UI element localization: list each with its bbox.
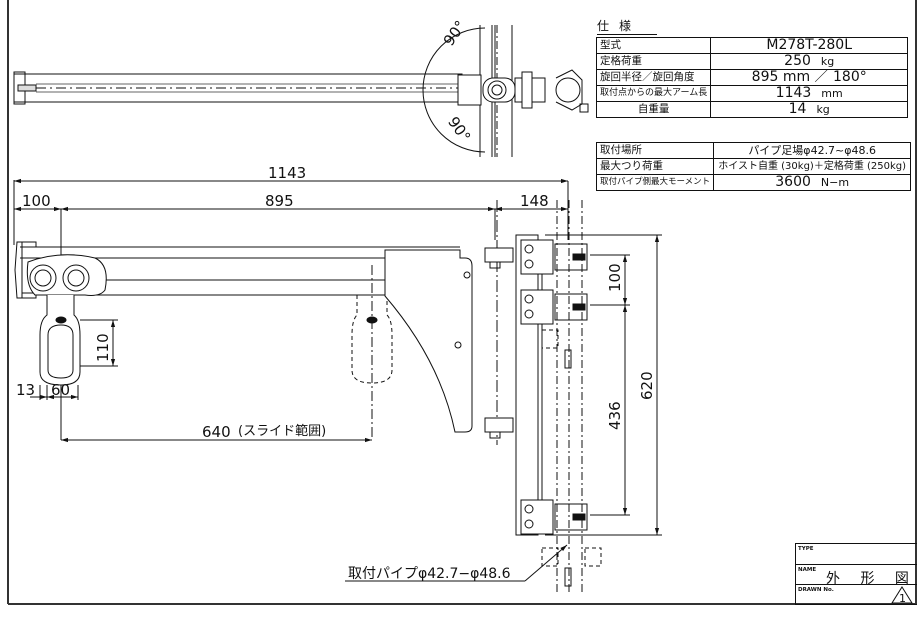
spec-value-text: 250 (784, 53, 811, 69)
spec-value: 895 mm ／ 180° (710, 69, 909, 86)
revision-mark: 1 (899, 592, 906, 604)
spec-table-main: 型式 M278T-280L 定格荷重 250 kg 旋回半径／旋回角度 895 m… (595, 37, 909, 118)
spec-key: 自重量 (595, 101, 712, 118)
clamp-lower (520, 499, 588, 535)
dim-clamp-total-620: 620 (638, 371, 656, 400)
spec-row: 取付場所 パイプ足場φ42.7~φ48.6 (595, 142, 912, 159)
spec-unit: kg (820, 55, 835, 68)
spec-value-text: 895 mm ／ 180° (751, 69, 867, 85)
dim-clamp-pitch-436: 436 (606, 401, 624, 430)
title-block: TYPE NAME 外 形 図 DRAWN No. 1 (795, 543, 917, 605)
spec-row: 最大つり荷重 ホイスト自重 (30kg)＋定格荷重 (250kg) (595, 158, 912, 175)
drawing-name: 外 形 図 (826, 571, 917, 587)
clamp-upper (520, 239, 588, 275)
spec-value: 1143 mm (710, 85, 909, 102)
spec-value-text: ホイスト自重 (30kg)＋定格荷重 (250kg) (718, 161, 907, 172)
spec-value: 14 kg (710, 101, 909, 118)
spec-key: 取付場所 (595, 142, 715, 159)
side-view (13, 178, 662, 595)
spec-key: 取付点からの最大アーム長 (595, 85, 712, 102)
revision-triangle-icon: 1 (891, 586, 913, 604)
type-label: TYPE (798, 546, 814, 552)
mast (515, 234, 539, 536)
arm-end-plate (14, 241, 23, 299)
spec-row: 旋回半径／旋回角度 895 mm ／ 180° (595, 69, 909, 86)
dim-overall-length: 1143 (268, 164, 306, 182)
spec-row: 型式 M278T-280L (595, 37, 909, 54)
bracket-plate (384, 249, 473, 433)
scaffold-pipe (556, 200, 583, 595)
top-view: 90° 90° (13, 17, 589, 157)
spec-row: 自重量 14 kg (595, 101, 909, 118)
spec-value: 3600 N−m (713, 174, 912, 191)
dim-hook-width: 60 (51, 381, 70, 399)
dim-clamp-pitch-100: 100 (606, 263, 624, 292)
dim-offset-right: 148 (520, 192, 549, 210)
name-label: NAME (798, 567, 817, 573)
drawn-no-label: DRAWN No. (798, 587, 834, 593)
pivot-pin (487, 80, 507, 100)
spec-unit: kg (816, 103, 830, 116)
spec-value-text: パイプ足場φ42.7~φ48.6 (748, 144, 877, 157)
spec-value: ホイスト自重 (30kg)＋定格荷重 (250kg) (713, 158, 912, 175)
dim-slide-range-label: (スライド範囲) (238, 424, 326, 439)
spec-key: 型式 (595, 37, 712, 54)
top-view-clamp (555, 77, 581, 103)
name-row: NAME 外 形 図 (796, 564, 917, 587)
pipe-callout-label: 取付パイプφ42.7−φ48.6 (348, 566, 511, 582)
spec-row: 定格荷重 250 kg (595, 53, 909, 70)
spec-key: 定格荷重 (595, 53, 712, 70)
dim-offset-left: 100 (22, 192, 51, 210)
clamp-middle (520, 289, 588, 325)
spec-value: M278T-280L (710, 37, 909, 54)
dim-rotation-radius: 895 (265, 192, 294, 210)
swing-arc (422, 27, 486, 153)
spec-value: 250 kg (710, 53, 909, 70)
drawn-no-row: DRAWN No. 1 (796, 584, 917, 604)
spec-value-text: 1143 (775, 85, 812, 101)
spec-value-text: 14 (788, 101, 807, 117)
dim-hook-height: 110 (94, 333, 112, 362)
dim-slide-range: 640 (202, 423, 231, 441)
hook (39, 295, 81, 386)
dimension-labels: 1143 100 895 148 110 13 60 640 (スライド範囲) … (16, 164, 656, 582)
angle-upper-label: 90° (440, 17, 470, 49)
spec-table-mounting: 取付場所 パイプ足場φ42.7~φ48.6 最大つり荷重 ホイスト自重 (30k… (595, 142, 912, 191)
spec-unit: mm (821, 87, 843, 100)
spec-unit: N−m (820, 176, 850, 189)
spec-value-text: 3600 (775, 174, 811, 190)
spec-key: 最大つり荷重 (595, 158, 715, 175)
spec-title: 仕様 (597, 17, 657, 35)
spec-key: 旋回半径／旋回角度 (595, 69, 712, 86)
spec-value: パイプ足場φ42.7~φ48.6 (713, 142, 912, 159)
spec-value-text: M278T-280L (766, 37, 853, 53)
dim-hook-offset: 13 (16, 381, 35, 399)
spec-row: 取付点からの最大アーム長 1143 mm (595, 85, 909, 102)
spec-row: 取付パイプ側最大モーメント 3600 N−m (595, 174, 912, 191)
spec-key: 取付パイプ側最大モーメント (595, 174, 715, 191)
drawing-border (7, 0, 917, 605)
